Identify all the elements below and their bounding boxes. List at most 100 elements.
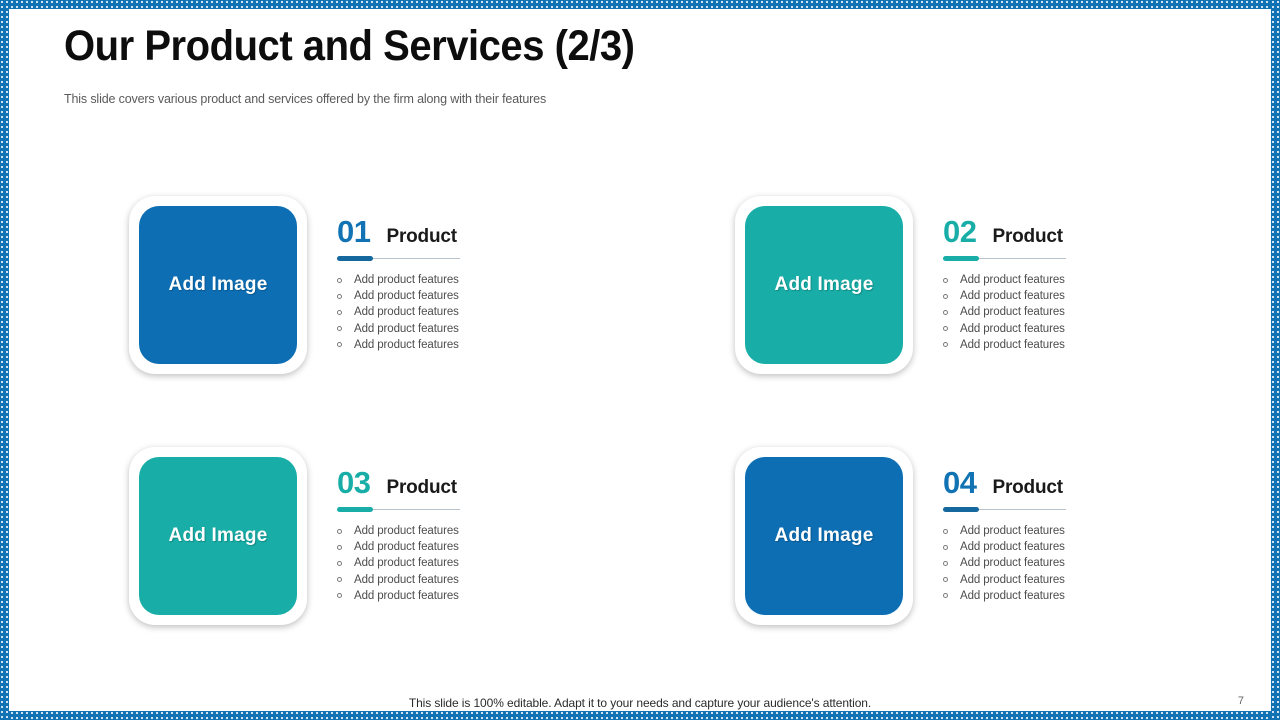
product-number: 02 [943, 214, 977, 249]
product-image-frame[interactable]: Add Image [735, 196, 913, 374]
product-image-placeholder[interactable]: Add Image [139, 206, 297, 364]
feature-label: Add product features [354, 274, 459, 286]
product-number: 01 [337, 214, 371, 249]
product-heading: Product [386, 477, 457, 498]
page-title: Our Product and Services (2/3) [64, 22, 635, 70]
heading-underline [943, 256, 1066, 261]
add-image-label: Add Image [774, 274, 874, 295]
product-card-grid: Add Image 01 Product Add product feature… [129, 196, 1149, 625]
feature-label: Add product features [960, 557, 1065, 570]
list-item: Add product features [943, 304, 1225, 320]
slide-border-bottom [0, 711, 1280, 720]
feature-label: Add product features [960, 525, 1065, 537]
list-item: Add product features [943, 272, 1225, 288]
product-text-block: 01 Product Add product features Add prod… [337, 196, 619, 353]
product-image-placeholder[interactable]: Add Image [139, 457, 297, 615]
list-item: Add product features [943, 588, 1225, 604]
bullet-circle-icon [337, 293, 342, 299]
add-image-label: Add Image [774, 525, 874, 546]
feature-label: Add product features [960, 541, 1065, 554]
product-heading-row: 03 Product [337, 467, 619, 501]
product-text-block: 02 Product Add product features Add prod… [943, 196, 1225, 353]
add-image-label: Add Image [168, 525, 268, 546]
heading-underline-thin [337, 258, 460, 259]
product-heading: Product [992, 477, 1063, 498]
product-heading: Product [386, 226, 457, 247]
bullet-circle-icon [943, 277, 948, 283]
heading-underline [943, 507, 1066, 512]
slide-border-top [0, 0, 1280, 9]
list-item: Add product features [943, 539, 1225, 555]
list-item: Add product features [337, 572, 619, 588]
product-image-frame[interactable]: Add Image [735, 447, 913, 625]
list-item: Add product features [337, 304, 619, 320]
bullet-circle-icon [943, 593, 948, 599]
bullet-circle-icon [337, 544, 342, 550]
bullet-circle-icon [337, 342, 342, 348]
heading-underline-accent [337, 507, 373, 512]
product-feature-list: Add product features Add product feature… [943, 523, 1225, 604]
list-item: Add product features [943, 288, 1225, 304]
product-number: 04 [943, 465, 977, 500]
product-heading: Product [992, 226, 1063, 247]
feature-label: Add product features [354, 322, 459, 335]
bullet-circle-icon [337, 561, 342, 566]
slide-header: Our Product and Services (2/3) This slid… [64, 22, 677, 106]
feature-label: Add product features [354, 338, 459, 351]
product-card: Add Image 01 Product Add product feature… [129, 196, 619, 374]
product-image-frame[interactable]: Add Image [129, 447, 307, 625]
heading-underline-thin [943, 509, 1066, 510]
feature-label: Add product features [960, 589, 1065, 602]
heading-underline-thin [337, 509, 460, 510]
product-card: Add Image 02 Product Add product feature… [735, 196, 1225, 374]
bullet-circle-icon [943, 528, 948, 534]
bullet-circle-icon [943, 561, 948, 566]
bullet-circle-icon [943, 326, 948, 332]
product-feature-list: Add product features Add product feature… [337, 272, 619, 353]
feature-label: Add product features [960, 274, 1065, 286]
list-item: Add product features [943, 321, 1225, 337]
heading-underline-accent [943, 507, 979, 512]
heading-underline [337, 256, 460, 261]
list-item: Add product features [943, 572, 1225, 588]
product-number: 03 [337, 465, 371, 500]
bullet-circle-icon [337, 277, 342, 283]
list-item: Add product features [337, 588, 619, 604]
heading-underline-accent [943, 256, 979, 261]
feature-label: Add product features [354, 525, 459, 537]
footer-note: This slide is 100% editable. Adapt it to… [408, 696, 872, 710]
bullet-circle-icon [943, 310, 948, 315]
product-text-block: 03 Product Add product features Add prod… [337, 447, 619, 604]
bullet-circle-icon [943, 342, 948, 348]
product-image-frame[interactable]: Add Image [129, 196, 307, 374]
slide-border-right [1271, 0, 1280, 720]
list-item: Add product features [337, 288, 619, 304]
product-feature-list: Add product features Add product feature… [337, 523, 619, 604]
product-card: Add Image 03 Product Add product feature… [129, 447, 619, 625]
product-image-placeholder[interactable]: Add Image [745, 457, 903, 615]
bullet-circle-icon [943, 577, 948, 583]
bullet-circle-icon [943, 293, 948, 299]
product-image-placeholder[interactable]: Add Image [745, 206, 903, 364]
feature-label: Add product features [354, 290, 459, 303]
list-item: Add product features [337, 523, 619, 539]
feature-label: Add product features [354, 541, 459, 554]
bullet-circle-icon [337, 577, 342, 583]
bullet-circle-icon [943, 544, 948, 550]
bullet-circle-icon [337, 528, 342, 534]
list-item: Add product features [337, 555, 619, 571]
feature-label: Add product features [354, 589, 459, 602]
heading-underline [337, 507, 460, 512]
product-feature-list: Add product features Add product feature… [943, 272, 1225, 353]
heading-underline-accent [337, 256, 373, 261]
list-item: Add product features [337, 321, 619, 337]
bullet-circle-icon [337, 326, 342, 332]
product-heading-row: 01 Product [337, 216, 619, 250]
feature-label: Add product features [354, 306, 459, 319]
list-item: Add product features [943, 337, 1225, 353]
feature-label: Add product features [960, 290, 1065, 303]
feature-label: Add product features [960, 338, 1065, 351]
feature-label: Add product features [960, 322, 1065, 335]
page-subtitle: This slide covers various product and se… [64, 92, 547, 107]
